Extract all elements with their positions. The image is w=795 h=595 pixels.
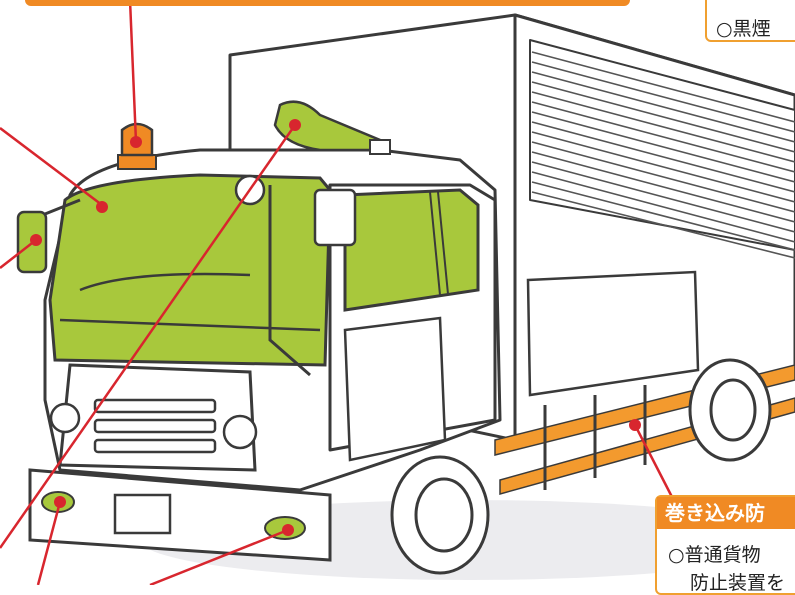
callout-underrun-text-2: 防止装置を (690, 568, 795, 595)
headlight-left (51, 404, 79, 432)
front-fascia (60, 365, 255, 470)
headlight-right (224, 416, 256, 448)
top-callout-bar (25, 0, 630, 6)
door (345, 318, 445, 460)
windshield (50, 175, 330, 365)
callout-black-smoke-text: ○黒煙 (716, 14, 795, 41)
callout-underrun-header: 巻き込み防 (657, 497, 795, 529)
grille (95, 400, 215, 452)
front-wheel (392, 457, 488, 573)
callout-underrun-text: ○普通貨物 (668, 540, 795, 567)
license-plate (115, 495, 170, 533)
rear-wheel (690, 360, 770, 460)
side-window (345, 190, 478, 310)
